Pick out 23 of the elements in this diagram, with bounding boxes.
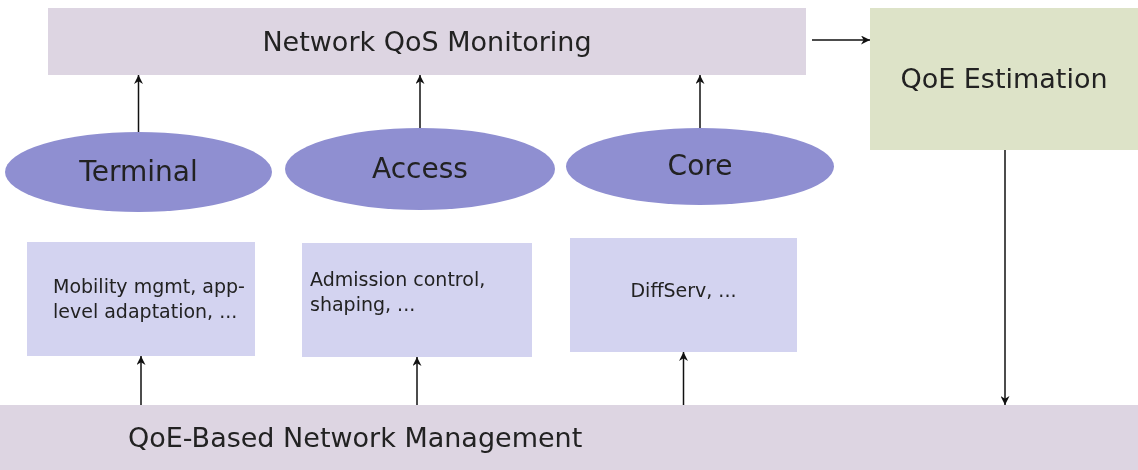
node-label: QoE Estimation [900,62,1108,97]
arrow [136,355,146,406]
arrow [695,74,705,129]
arrow [134,74,143,133]
node-label: DiffServ, ... [630,277,737,303]
arrow [415,74,425,129]
process-box [870,8,1138,150]
banner-box [0,405,1138,470]
note-box [302,243,532,357]
arrow [412,356,422,406]
note-box [570,238,797,352]
banner-box [48,8,806,75]
node-label: Core [667,148,733,185]
note-box [27,242,255,356]
arrow [811,35,871,45]
node-label: Mobility mgmt, app-level adaptation, ... [53,274,245,324]
node-label: Admission control, shaping, ... [310,267,487,317]
arrow [1000,149,1010,406]
node-label: Access [372,150,468,187]
node-label: Terminal [79,153,198,190]
arrow [679,351,688,406]
node-label: Network QoS Monitoring [262,24,592,59]
node-label: QoE-Based Network Management [128,420,583,455]
